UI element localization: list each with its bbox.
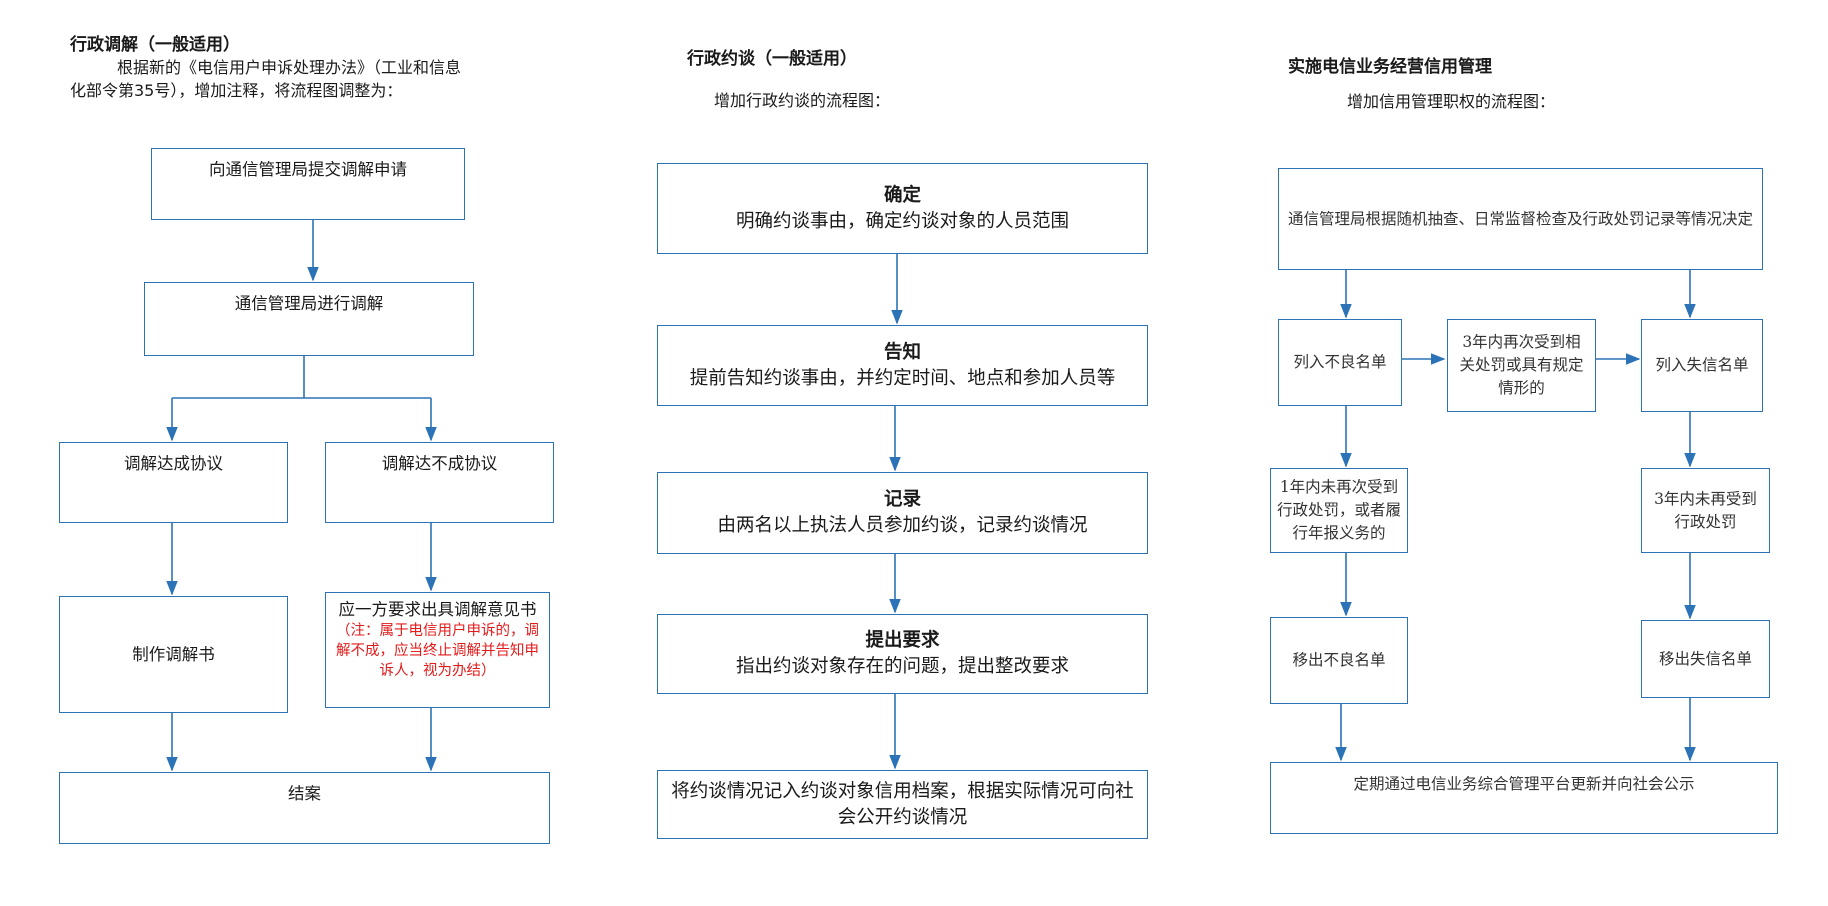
box-remove-bad-label: 移出不良名单 bbox=[1292, 651, 1386, 669]
box-publish-label: 定期通过电信业务综合管理平台更新并向社会公示 bbox=[1353, 775, 1695, 793]
col3-title: 实施电信业务经营信用管理 bbox=[1288, 57, 1492, 77]
step-confirm-body: 明确约谈事由，确定约谈对象的人员范围 bbox=[735, 210, 1069, 232]
box-close: 结案 bbox=[59, 772, 550, 844]
box-bad-cond: 1年内未再次受到行政处罚，或者履行年报义务的 bbox=[1270, 468, 1408, 553]
box-again: 3年内再次受到相关处罚或具有规定情形的 bbox=[1447, 319, 1596, 412]
step-require-head: 提出要求 bbox=[865, 630, 940, 651]
box-bad-cond-label: 1年内未再次受到行政处罚，或者履行年报义务的 bbox=[1276, 478, 1401, 542]
step-require-body: 指出约谈对象存在的问题，提出整改要求 bbox=[735, 656, 1069, 677]
box-dishonest-cond: 3年内未再受到行政处罚 bbox=[1641, 468, 1770, 553]
box-mediate: 通信管理局进行调解 bbox=[144, 282, 474, 356]
box-opinion-label: 应一方要求出具调解意见书 bbox=[338, 600, 537, 619]
step-final-label: 将约谈情况记入约谈对象信用档案，根据实际情况可向社会公开约谈情况 bbox=[671, 780, 1134, 828]
step-record-body: 由两名以上执法人员参加约谈，记录约谈情况 bbox=[717, 515, 1088, 536]
box-step-confirm: 确定 明确约谈事由，确定约谈对象的人员范围 bbox=[657, 163, 1148, 254]
box-remove-bad: 移出不良名单 bbox=[1270, 617, 1408, 704]
box-disagree: 调解达不成协议 bbox=[325, 442, 554, 523]
box-close-label: 结案 bbox=[288, 784, 321, 803]
box-opinion-note: （注：属于电信用户申诉的，调解不成，应当终止调解并告知申诉人，视为办结） bbox=[336, 623, 539, 679]
box-again-label: 3年内再次受到相关处罚或具有规定情形的 bbox=[1459, 333, 1584, 397]
box-dishonest-list-label: 列入失信名单 bbox=[1655, 356, 1749, 374]
step-inform-head: 告知 bbox=[883, 341, 921, 363]
box-decide-label: 通信管理局根据随机抽查、日常监督检查及行政处罚记录等情况决定 bbox=[1287, 209, 1753, 228]
box-dishonest-list: 列入失信名单 bbox=[1641, 319, 1763, 412]
box-apply-label: 向通信管理局提交调解申请 bbox=[209, 160, 407, 179]
box-apply: 向通信管理局提交调解申请 bbox=[151, 148, 465, 220]
box-make-doc-label: 制作调解书 bbox=[132, 644, 215, 664]
box-opinion: 应一方要求出具调解意见书 （注：属于电信用户申诉的，调解不成，应当终止调解并告知… bbox=[325, 592, 550, 708]
box-step-require: 提出要求 指出约谈对象存在的问题，提出整改要求 bbox=[657, 614, 1148, 694]
step-inform-body: 提前告知约谈事由，并约定时间、地点和参加人员等 bbox=[689, 367, 1116, 389]
step-confirm-head: 确定 bbox=[883, 184, 921, 206]
box-bad-list-label: 列入不良名单 bbox=[1293, 353, 1387, 371]
box-remove-dishonest-label: 移出失信名单 bbox=[1658, 649, 1752, 668]
box-dishonest-cond-label: 3年内未再受到行政处罚 bbox=[1654, 489, 1757, 531]
box-agree-label: 调解达成协议 bbox=[124, 454, 223, 473]
box-step-inform: 告知 提前告知约谈事由，并约定时间、地点和参加人员等 bbox=[657, 325, 1148, 406]
col2-title: 行政约谈（一般适用） bbox=[687, 49, 857, 69]
box-mediate-label: 通信管理局进行调解 bbox=[234, 294, 384, 313]
box-remove-dishonest: 移出失信名单 bbox=[1641, 620, 1770, 698]
col1-intro-line1: 根据新的《电信用户申诉处理办法》（工业和信息 bbox=[117, 58, 462, 77]
box-disagree-label: 调解达不成协议 bbox=[381, 454, 498, 473]
box-make-doc: 制作调解书 bbox=[59, 596, 288, 713]
box-publish: 定期通过电信业务综合管理平台更新并向社会公示 bbox=[1270, 762, 1778, 834]
box-step-record: 记录 由两名以上执法人员参加约谈，记录约谈情况 bbox=[657, 472, 1148, 554]
box-step-final: 将约谈情况记入约谈对象信用档案，根据实际情况可向社会公开约谈情况 bbox=[657, 770, 1148, 839]
box-agree: 调解达成协议 bbox=[59, 442, 288, 523]
col3-intro: 增加信用管理职权的流程图： bbox=[1347, 92, 1556, 111]
col1-title: 行政调解（一般适用） bbox=[70, 35, 240, 55]
col2-intro: 增加行政约谈的流程图： bbox=[714, 91, 891, 110]
box-decide: 通信管理局根据随机抽查、日常监督检查及行政处罚记录等情况决定 bbox=[1278, 168, 1763, 270]
col1-intro-line2: 化部令第35号），增加注释，将流程图调整为： bbox=[70, 81, 403, 100]
box-bad-list: 列入不良名单 bbox=[1278, 319, 1402, 406]
step-record-head: 记录 bbox=[883, 489, 921, 510]
